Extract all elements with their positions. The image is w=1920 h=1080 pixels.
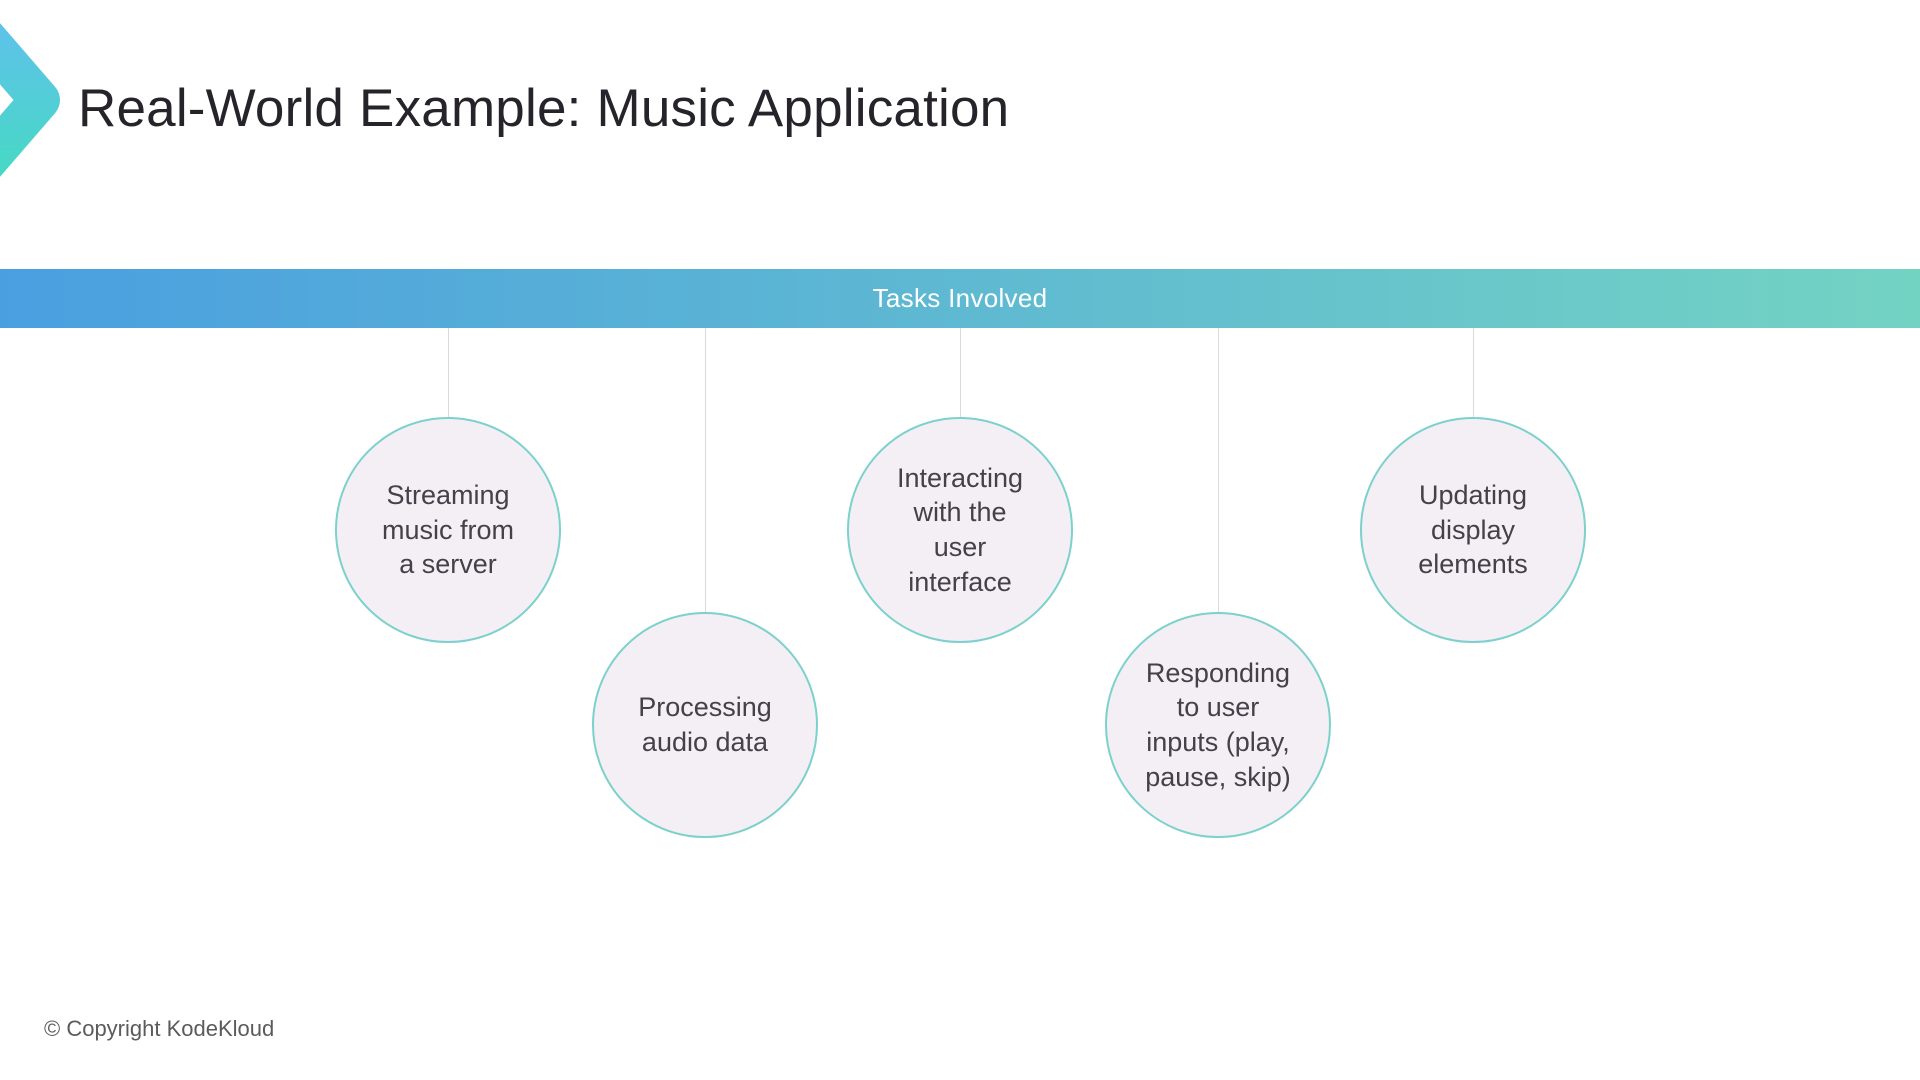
tasks-banner: Tasks Involved [0,269,1920,328]
connector-line-5 [1473,328,1474,417]
task-label: Interacting with the user interface [896,462,1024,597]
task-circle-streaming: Streaming music from a server [335,417,561,643]
task-circle-interacting: Interacting with the user interface [847,417,1073,643]
kodekloud-chevron-logo [0,0,70,210]
task-circle-processing: Processing audio data [592,612,818,838]
task-circle-updating: Updating display elements [1360,417,1586,643]
task-label: Responding to user inputs (play, pause, … [1145,657,1291,792]
task-label: Updating display elements [1418,480,1528,580]
connector-line-1 [448,328,449,417]
chevron-icon [0,23,60,177]
task-circle-responding: Responding to user inputs (play, pause, … [1105,612,1331,838]
tasks-banner-label: Tasks Involved [872,283,1048,313]
connector-line-3 [960,328,961,417]
task-label: Streaming music from a server [381,480,514,580]
task-label: Processing audio data [638,692,772,757]
connector-line-4 [1218,328,1219,612]
copyright-text: © Copyright KodeKloud [44,1016,275,1041]
connector-line-2 [705,328,706,612]
slide-title: Real-World Example: Music Application [78,79,1010,138]
